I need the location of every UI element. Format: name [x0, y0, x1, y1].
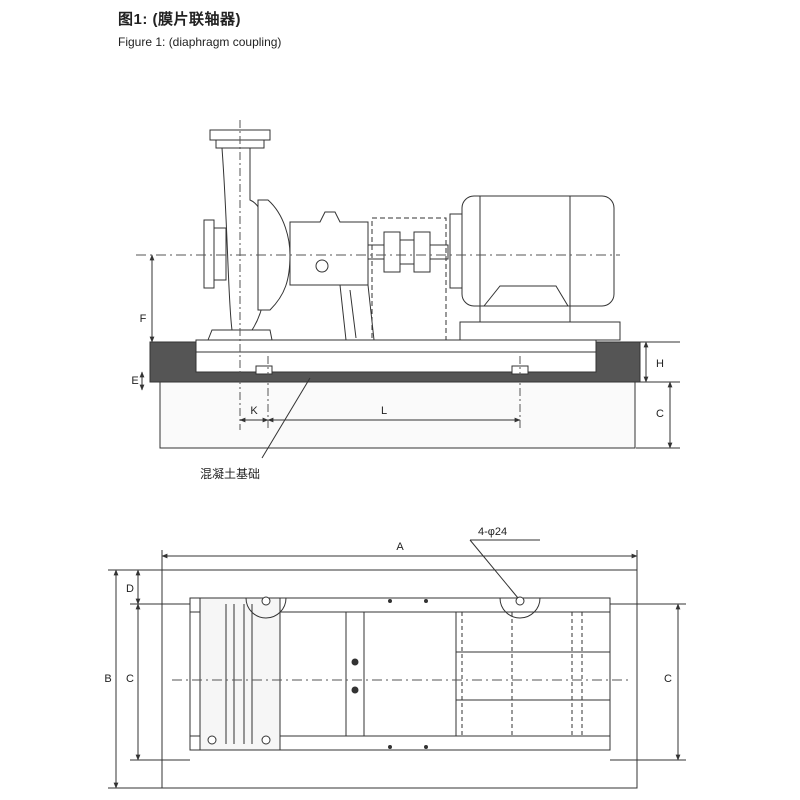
- dim-label-d: D: [126, 583, 134, 595]
- bearing-housing: [289, 211, 369, 286]
- callout-leader: [261, 377, 311, 459]
- side-view: [136, 120, 680, 459]
- holes-leader: [469, 539, 519, 599]
- inlet-flange: [203, 219, 215, 289]
- plan-motor-base: [455, 611, 611, 737]
- diaphragm-coupling: [383, 231, 401, 273]
- dim-label-c-side: C: [656, 408, 664, 420]
- plan-middle-support: [345, 611, 365, 737]
- dim-label-e: E: [131, 375, 138, 387]
- plan-foundation-outline: [161, 569, 638, 789]
- concrete-foundation: [159, 381, 636, 449]
- figure-title-chinese: 图1: (膜片联轴器): [118, 11, 241, 28]
- holes-callout: 4-φ24: [478, 526, 507, 538]
- dim-label-h: H: [656, 358, 664, 370]
- figure-title-english: Figure 1: (diaphragm coupling): [118, 35, 282, 49]
- dim-label-c-left: C: [126, 673, 134, 685]
- dim-label-f: F: [140, 313, 147, 325]
- plan-view: [108, 539, 686, 789]
- anchor-hole: [207, 735, 217, 745]
- dim-label-c-right: C: [664, 673, 672, 685]
- dim-label-k: K: [250, 405, 258, 417]
- anchor-hole: [261, 735, 271, 745]
- dim-label-a: A: [396, 541, 404, 553]
- pump-pedestal: [339, 284, 375, 341]
- motor-base: [459, 321, 621, 341]
- dim-label-b: B: [104, 673, 111, 685]
- baseplate: [195, 339, 597, 353]
- anchor-bolt-left: [255, 365, 273, 375]
- dim-label-l: L: [381, 405, 387, 417]
- concrete-foundation-callout: 混凝土基础: [200, 466, 260, 481]
- plan-pump-base: [199, 597, 281, 751]
- anchor-hole: [261, 596, 271, 606]
- coupling-guard: [371, 217, 447, 341]
- anchor-hole: [515, 596, 525, 606]
